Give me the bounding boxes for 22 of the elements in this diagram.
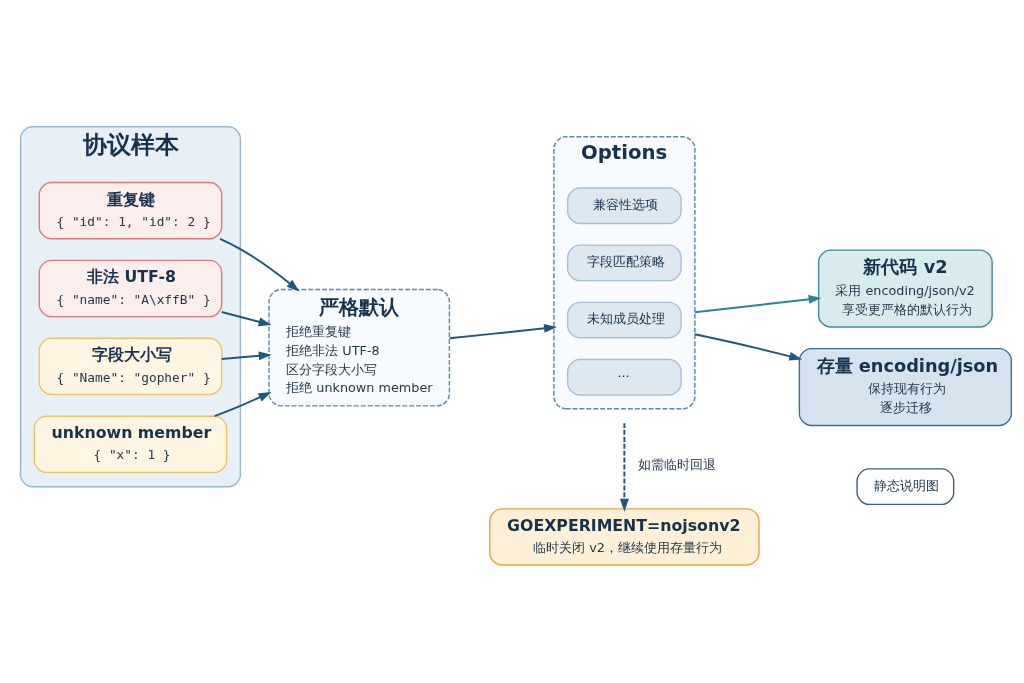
- node-box: 未知成员处理: [567, 301, 682, 338]
- edge-label: 如需临时回退: [638, 456, 717, 472]
- node-box: 非法 UTF-8 { "name": "A\xffB" }: [38, 259, 223, 317]
- arrow: [219, 237, 300, 291]
- node-box: unknown member { "x": 1 }: [33, 415, 228, 473]
- arrow: [448, 323, 557, 339]
- arrow: [220, 350, 272, 360]
- node-box: 兼容性选项: [567, 186, 682, 224]
- node-box: 重复键 { "id": 1, "id": 2 }: [38, 181, 223, 239]
- node-box: 静态说明图: [856, 467, 955, 505]
- arrow: [220, 310, 272, 326]
- node-box: 字段匹配策略: [567, 243, 682, 281]
- arrow: [693, 332, 803, 361]
- node-box: 字段大小写 { "Name": "gopher" }: [38, 337, 223, 395]
- node-box: GOEXPERIMENT=nojsonv2 临时关闭 v2，继续使用存量行为: [489, 507, 760, 566]
- arrow: [693, 294, 822, 313]
- node-box: 严格默认 拒绝重复键 拒绝非法 UTF-8 区分字段大小写 拒绝 unknown member: [268, 288, 451, 407]
- node-box: ···: [567, 358, 682, 396]
- arrow: [619, 421, 629, 512]
- arrow: [213, 391, 272, 417]
- node-box: 存量 encoding/json 保持现有行为 逐步迁移: [798, 347, 1013, 426]
- node-box: 新代码 v2 采用 encoding/json/v2 享受更严格的默认行为: [817, 248, 993, 328]
